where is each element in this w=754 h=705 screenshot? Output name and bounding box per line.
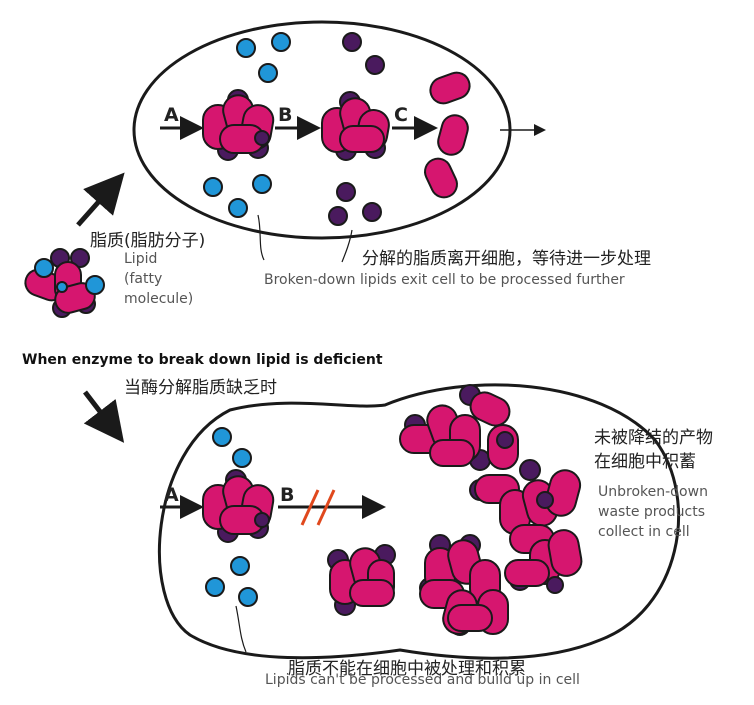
top-blue-molecules: [203, 32, 291, 218]
bottom-lipid-cluster-a: [202, 469, 275, 543]
blocked-slash-2: [316, 489, 336, 526]
waste-label-en: Unbroken-down waste products collect in …: [598, 484, 708, 540]
blocked-slash-1: [300, 489, 320, 526]
lipid-label-en: Lipid (fatty molecule): [124, 251, 194, 307]
step-c-label: C: [394, 104, 408, 126]
deficient-label-en: When enzyme to break down lipid is defic…: [22, 352, 383, 368]
buildup-label-en: Lipids can't be processed and build up i…: [265, 672, 580, 688]
lipid-label-cn: 脂质(脂肪分子): [90, 231, 206, 251]
bottom-blue-molecules: [205, 427, 258, 607]
exit-label-cn: 分解的脂质离开细胞，等待进一步处理: [362, 249, 651, 269]
exit-pointer-left: [257, 214, 265, 261]
accumulated-lipid-cluster-top: [399, 384, 519, 471]
deficient-label-cn: 当酶分解脂质缺乏时: [124, 378, 277, 398]
exit-pointer-right: [341, 229, 353, 263]
step-b-label: B: [278, 104, 293, 126]
top-lipid-cluster-a: [202, 89, 275, 161]
accumulated-lipid-cluster-middle: [327, 544, 396, 616]
deficient-arrow: [83, 390, 125, 443]
top-purple-molecules: [328, 32, 385, 226]
top-lipid-cluster-b: [321, 91, 390, 161]
bottom-step-a-label: A: [164, 484, 179, 506]
entering-lipid-molecule: [24, 248, 105, 318]
step-a-label: A: [164, 104, 179, 126]
deficient-cell-outline: [157, 383, 681, 660]
waste-label-cn: 未被降结的产物 在细胞中积蓄: [594, 428, 713, 472]
lipid-enter-arrow: [76, 172, 125, 227]
bottom-step-b-label: B: [280, 484, 295, 506]
top-free-lipid-capsules: [424, 71, 471, 199]
exit-label-en: Broken-down lipids exit cell to be proce…: [264, 272, 625, 288]
buildup-label-cn: 脂质不能在细胞中被处理和积累: [288, 659, 526, 679]
buildup-pointer: [235, 605, 247, 653]
accumulated-lipid-cluster-right: [469, 459, 583, 594]
accumulated-lipid-cluster-bottom: [419, 534, 509, 636]
